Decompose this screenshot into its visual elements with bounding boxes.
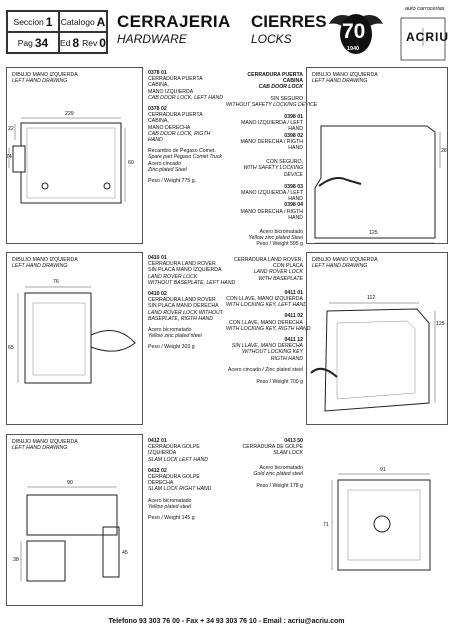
pag-value: 34 bbox=[34, 35, 49, 50]
company-logo: 70 1940 auto carrocerias ACRIU bbox=[325, 6, 449, 64]
row2-left-lock-drawing bbox=[17, 286, 136, 384]
logo-years: 70 bbox=[342, 20, 366, 43]
row3-left-lock-drawing bbox=[20, 486, 120, 582]
row3-right-dim-1: 91 bbox=[380, 467, 386, 473]
row3-left-dim-3: 45 bbox=[122, 550, 128, 556]
pag-label: Pag bbox=[17, 37, 33, 48]
contact-footer: Telefono 93 303 76 00 - Fax + 34 93 303 … bbox=[108, 618, 345, 625]
row3-right-lock-drawing bbox=[331, 473, 431, 571]
catalogo-label: Catalogo bbox=[60, 16, 95, 27]
ed-label: Ed bbox=[60, 37, 71, 48]
category-title: CIERRES bbox=[251, 12, 327, 31]
logo-tagline: auto carrocerias bbox=[405, 6, 445, 12]
logo-brand: ACRIU bbox=[406, 30, 449, 44]
header-info-table: Seccion 1 Catalogo A Pag 34 Ed 8 Rev 0 bbox=[6, 10, 108, 54]
row1-right-dim-1: 125 bbox=[369, 230, 378, 236]
row1-left-lock-drawing bbox=[8, 117, 126, 204]
page-title: CERRAJERIA bbox=[117, 12, 231, 31]
row1-left-dim-4: 74 bbox=[6, 154, 12, 160]
row1-left-dim-2: 60 bbox=[128, 160, 134, 166]
logo-year: 1940 bbox=[347, 46, 360, 52]
seccion-label: Seccion bbox=[13, 16, 44, 27]
ed-rev-cell: Ed 8 Rev 0 bbox=[59, 32, 107, 53]
category-subtitle: LOCKS bbox=[251, 32, 292, 46]
seccion-cell: Seccion 1 bbox=[7, 11, 59, 32]
row2-left-dim-1: 76 bbox=[53, 279, 59, 285]
page-subtitle: HARDWARE bbox=[117, 32, 187, 46]
row1-left-items: 0378 01 CERRADURA PUERTA CABINA,MANO IZQ… bbox=[148, 70, 223, 185]
catalogo-cell: Catalogo A bbox=[59, 11, 107, 32]
row1-right-dim-2: 28 bbox=[441, 148, 447, 154]
row2-right-dim-1: 112 bbox=[367, 295, 376, 301]
item-code: 0378 01 bbox=[148, 70, 167, 76]
row2-right-lock-drawing bbox=[310, 302, 436, 412]
logo-graphic bbox=[329, 14, 446, 61]
row1-left-dim-3: 22 bbox=[8, 126, 14, 132]
pag-cell: Pag 34 bbox=[7, 32, 59, 53]
row1-right-lock-drawing bbox=[314, 125, 441, 244]
catalogo-value: A bbox=[96, 14, 106, 29]
rev-value: 0 bbox=[99, 35, 106, 50]
row3-left-dim-2: 38 bbox=[13, 557, 19, 563]
rev-label: Rev bbox=[82, 37, 98, 48]
row2-right-dim-2: 125 bbox=[436, 321, 445, 327]
row1-left-dim-1: 229 bbox=[65, 111, 74, 117]
item-code: 0378 02 bbox=[148, 106, 167, 113]
row3-left-dim-1: 90 bbox=[67, 480, 73, 486]
ed-value: 8 bbox=[72, 35, 80, 50]
row3-right-dim-2: 71 bbox=[323, 522, 329, 528]
seccion-value: 1 bbox=[45, 14, 53, 29]
row3-right-drawing-area: 91 71 bbox=[306, 434, 448, 606]
row2-left-dim-2: 65 bbox=[8, 345, 14, 351]
row2-right-items: CERRADURA LAND ROVER,CON PLACA LAND ROVE… bbox=[226, 257, 311, 386]
